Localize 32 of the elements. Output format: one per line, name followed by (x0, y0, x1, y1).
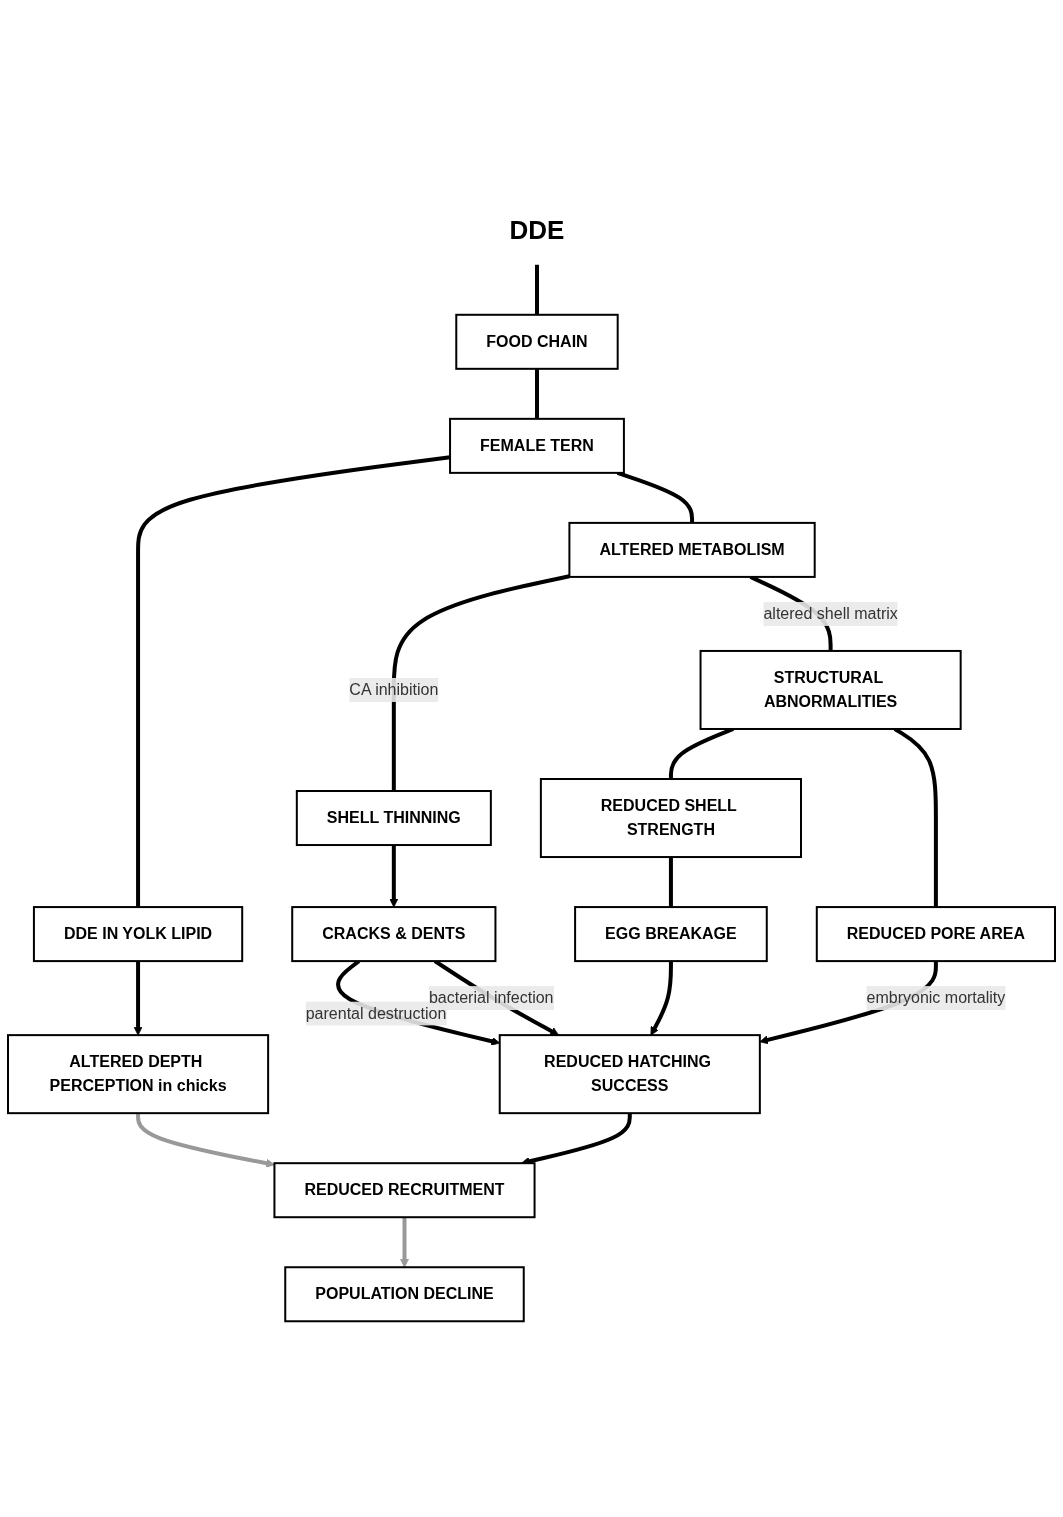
connector (535, 264, 539, 315)
node-box: DDE IN YOLK LIPID (32, 906, 244, 963)
arrow (650, 961, 673, 1036)
connector (893, 727, 938, 908)
connector (668, 857, 673, 908)
arrow (133, 961, 143, 1036)
node-box: REDUCED HATCHING SUCCESS (498, 1034, 761, 1115)
edge-label: altered shell matrix (763, 604, 898, 622)
node-box: REDUCED PORE AREA (815, 906, 1056, 963)
node-box: ALTERED DEPTH PERCEPTION in chicks (7, 1034, 270, 1115)
node-box: REDUCED RECRUITMENT (273, 1162, 536, 1219)
edge-label: bacterial infection (428, 989, 554, 1007)
connector (668, 727, 735, 779)
node-box: STRUCTURAL ABNORMALITIES (699, 649, 962, 730)
edge-label: parental destruction (305, 1004, 447, 1022)
node-text: DDE (509, 214, 565, 245)
node-box: POPULATION DECLINE (284, 1266, 525, 1323)
node-box: SHELL THINNING (295, 790, 492, 847)
node-box: EGG BREAKAGE (574, 906, 768, 963)
connector (136, 455, 451, 908)
edge-label: embryonic mortality (866, 989, 1006, 1007)
node-box: CRACKS & DENTS (291, 906, 497, 963)
arrow (389, 845, 399, 908)
arrow (400, 1217, 409, 1268)
node-box: FEMALE TERN (449, 417, 625, 474)
node-box: ALTERED METABOLISM (568, 521, 816, 578)
node-box: FOOD CHAIN (455, 313, 619, 370)
connector (391, 574, 570, 791)
connector (616, 470, 695, 523)
edge-label: CA inhibition (349, 680, 439, 698)
node-box: REDUCED SHELL STRENGTH (539, 778, 802, 859)
connector (535, 368, 539, 419)
